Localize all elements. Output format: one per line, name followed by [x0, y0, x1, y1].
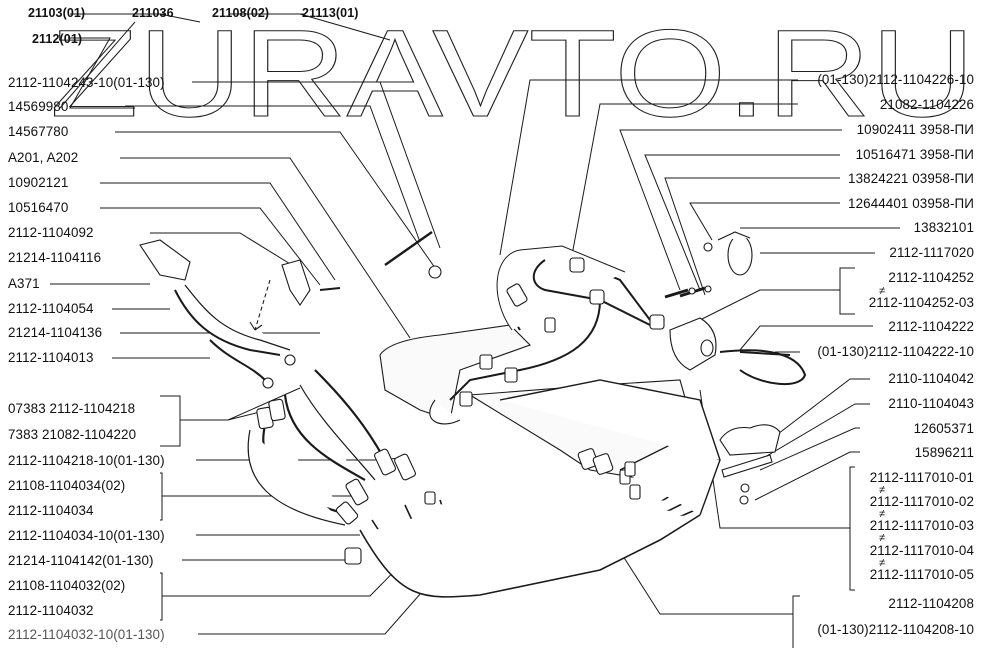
- part-label: 2112-1104222: [888, 319, 974, 334]
- part-label: 2112-1104032-10(01-130): [8, 627, 165, 642]
- model-label-21113: 21113(01): [302, 6, 359, 20]
- model-label-211036: 211036: [132, 6, 174, 20]
- not-interchangeable-mark: ≠: [879, 285, 886, 297]
- not-interchangeable-mark: ≠: [879, 532, 886, 544]
- part-label: 21214-1104136: [8, 325, 103, 340]
- part-label: A371: [8, 276, 40, 291]
- fuel-filter-icon: [669, 317, 717, 371]
- part-label: 21108-1104034(02): [8, 478, 126, 493]
- part-label: (01-130)2112-1104222-10: [817, 344, 974, 359]
- part-label: 10902411 3958-ПИ: [856, 122, 974, 137]
- part-label: 2112-1117010-05: [869, 567, 974, 582]
- part-label: 07383 2112-1104218: [8, 401, 136, 416]
- part-label: 2112-1104034-10(01-130): [8, 528, 165, 543]
- part-label: A201, A202: [8, 150, 79, 165]
- part-label: 2112-1104252-03: [868, 295, 974, 310]
- not-interchangeable-mark: ≠: [879, 484, 886, 496]
- part-label: 2112-1104054: [8, 301, 94, 316]
- part-label: 2112-1104243-10(01-130): [8, 75, 165, 90]
- part-label: 15896211: [914, 445, 974, 460]
- parts-drawing: [139, 231, 807, 598]
- part-label: (01-130)2112-1104226-10: [817, 72, 974, 87]
- part-label: 2110-1104043: [888, 396, 974, 411]
- part-label: (01-130)2112-1104208-10: [817, 622, 974, 637]
- part-label: 2112-1117010-02: [869, 494, 974, 509]
- part-label: 7383 21082-1104220: [8, 427, 137, 442]
- part-label: 10902121: [8, 175, 69, 190]
- part-label: 2112-1104252: [888, 270, 974, 285]
- part-label: 13832101: [913, 220, 974, 235]
- pipe-holder-icon: [719, 424, 781, 505]
- part-label: 2112-1104013: [8, 350, 94, 365]
- part-label: 13824221 03958-ПИ: [848, 171, 974, 186]
- part-label: 2112-1117010-04: [869, 543, 974, 558]
- part-label: 21214-1104116: [8, 250, 102, 265]
- part-label: 2112-1104218-10(01-130): [8, 453, 165, 468]
- part-label: 14567780: [8, 124, 69, 139]
- not-interchangeable-mark: ≠: [879, 508, 886, 520]
- part-label: 10516471 3958-ПИ: [855, 147, 974, 162]
- part-label: 14569980: [8, 99, 69, 114]
- model-label-21108: 21108(02): [212, 6, 270, 20]
- filter-clamp-icon: [703, 231, 753, 276]
- model-label-2112: 2112(01): [32, 32, 83, 46]
- part-label: 2112-1117010-03: [869, 518, 974, 533]
- leader-lines: [50, 13, 900, 648]
- part-label: 2110-1104042: [888, 371, 974, 386]
- part-label: 2112-1104034: [8, 503, 94, 518]
- part-label: 12644401 03958-ПИ: [848, 196, 974, 211]
- part-label: 2112-1104092: [8, 225, 94, 240]
- part-label: 21108-1104032(02): [8, 578, 126, 593]
- not-interchangeable-mark: ≠: [879, 557, 886, 569]
- watermark: ZURAVTO.RU: [50, 5, 975, 143]
- part-label: 10516470: [8, 200, 69, 215]
- part-label: 2112-1117020: [889, 245, 974, 260]
- part-label: 12605371: [913, 421, 974, 436]
- part-label: 2112-1104032: [8, 603, 94, 618]
- part-label: 2112-1104208: [888, 596, 974, 611]
- part-label: 2112-1117010-01: [869, 470, 974, 485]
- part-label: 21082-1104226: [879, 97, 974, 112]
- model-label-21103: 21103(01): [28, 6, 86, 20]
- part-label: 21214-1104142(01-130): [8, 553, 154, 568]
